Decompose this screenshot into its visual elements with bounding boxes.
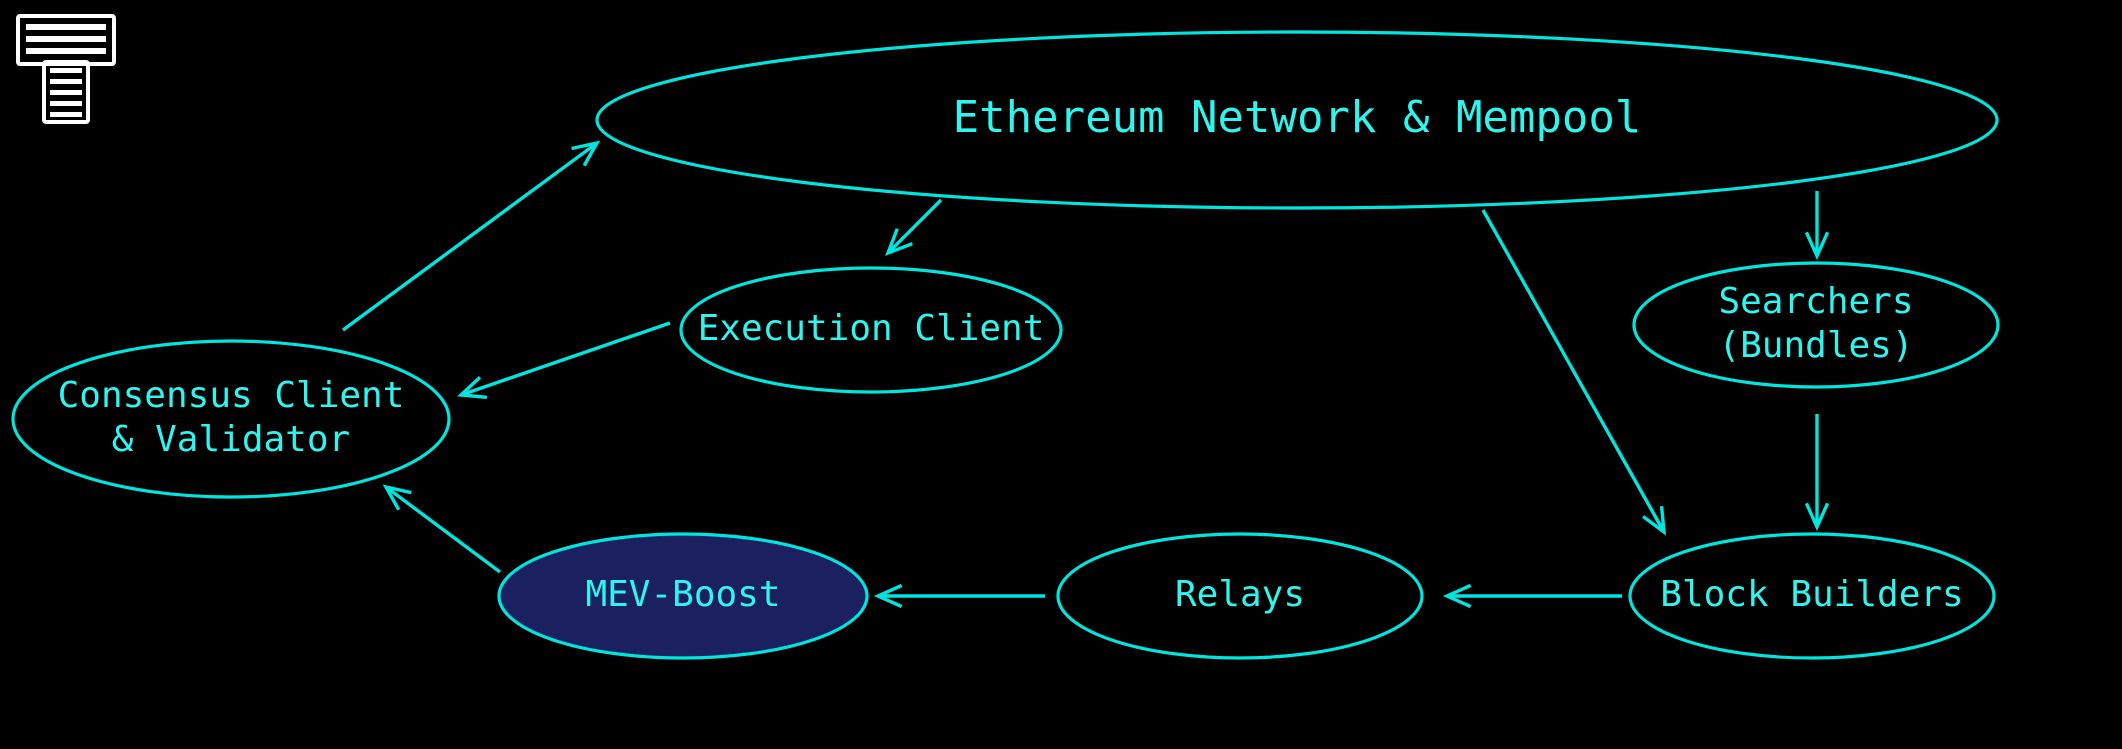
node-searchers[interactable]: Searchers(Bundles)	[1632, 261, 2000, 389]
arrowhead-icon	[457, 375, 488, 399]
node-label-searchers: Searchers	[1718, 281, 1913, 322]
edges-layer	[341, 140, 1830, 609]
node-block-builders[interactable]: Block Builders	[1628, 532, 1996, 660]
edge-execution-to-consensus	[457, 321, 671, 399]
node-label-execution-client: Execution Client	[698, 308, 1045, 349]
node-ethereum-network[interactable]: Ethereum Network & Mempool	[595, 30, 1999, 210]
node-label-consensus-client: Consensus Client	[58, 375, 405, 416]
edge-network-to-builders	[1481, 209, 1667, 536]
node-execution-client[interactable]: Execution Client	[679, 266, 1063, 394]
edge-mevboost-to-consensus	[382, 484, 502, 574]
arrowhead-icon	[1442, 583, 1472, 609]
node-shape-ethereum-network[interactable]	[595, 30, 1999, 210]
node-mev-boost[interactable]: MEV-Boost	[497, 532, 869, 660]
node-label-searchers: (Bundles)	[1718, 325, 1913, 366]
arrowhead-icon	[1804, 231, 1830, 261]
node-label-relays: Relays	[1175, 574, 1305, 615]
node-label-consensus-client: & Validator	[112, 419, 350, 460]
terminal-logo-icon	[16, 14, 116, 124]
node-label-block-builders: Block Builders	[1660, 574, 1963, 615]
arrowhead-icon	[1642, 505, 1667, 536]
arrowhead-icon	[1804, 502, 1830, 532]
edge-network-to-searchers	[1804, 191, 1830, 261]
node-consensus-client[interactable]: Consensus Client& Validator	[11, 339, 451, 499]
node-label-ethereum-network: Ethereum Network & Mempool	[953, 92, 1642, 143]
arrowhead-icon	[885, 228, 913, 256]
node-relays[interactable]: Relays	[1056, 532, 1424, 660]
arrowhead-icon	[382, 484, 412, 511]
edge-searchers-to-builders	[1804, 414, 1830, 532]
node-label-mev-boost: MEV-Boost	[585, 574, 780, 615]
node-shape-consensus-client[interactable]	[11, 339, 451, 499]
node-shape-relays[interactable]	[1056, 532, 1424, 660]
node-shape-execution-client[interactable]	[679, 266, 1063, 394]
edge-builders-to-relays	[1442, 583, 1622, 609]
edge-relays-to-mevboost	[873, 583, 1045, 609]
arrowhead-icon	[873, 583, 903, 609]
arrowhead-icon	[571, 140, 601, 167]
node-shape-searchers[interactable]	[1632, 261, 2000, 389]
node-shape-block-builders[interactable]	[1628, 532, 1996, 660]
edge-consensus-to-network	[341, 140, 601, 332]
edge-network-to-execution	[885, 198, 943, 256]
node-shape-mev-boost[interactable]	[497, 532, 869, 660]
